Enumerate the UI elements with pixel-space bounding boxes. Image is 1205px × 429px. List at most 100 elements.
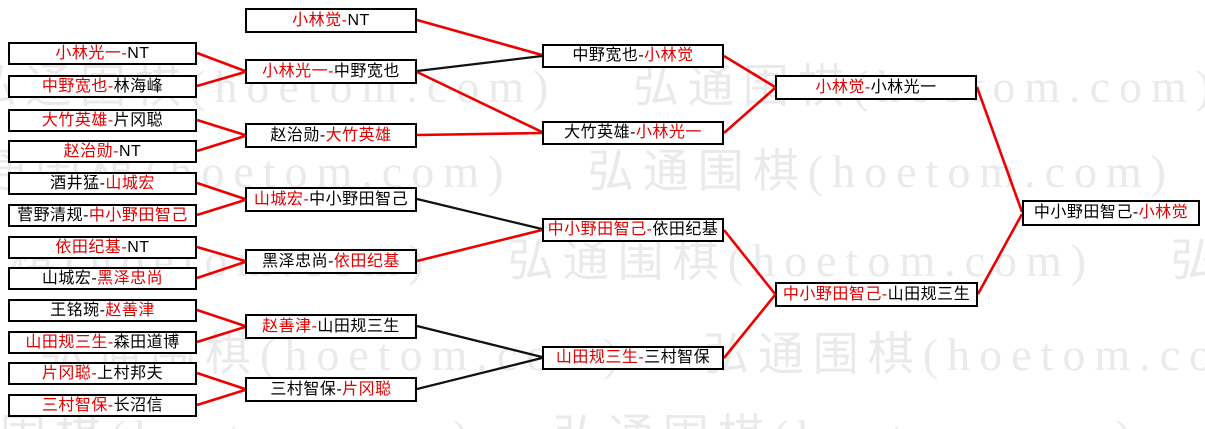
- player-name-2: 林海峰: [113, 77, 164, 95]
- player-name-2: 小林觉: [644, 47, 694, 64]
- match-node-r1m4: 赵治勋-NT: [8, 140, 197, 163]
- player-name-2: 依田纪基: [333, 252, 400, 270]
- player-name-1: 中小野田智己-: [1033, 204, 1139, 221]
- player-name-2: 长沼信: [113, 396, 164, 414]
- match-node-r3m1: 中野宽也-小林觉: [542, 44, 724, 68]
- player-name-1: 赵治勋-: [270, 126, 326, 144]
- watermark-text: 弘通围棋(hoetom.com) 弘通围棋(hoetom.com) 弘通围棋(h…: [0, 400, 1205, 429]
- match-node-r2m1: 小林觉-NT: [245, 8, 417, 33]
- player-name-2: NT: [119, 142, 142, 160]
- match-node-r1m1: 小林光一-NT: [8, 42, 197, 65]
- player-name-1: 山城宏-: [41, 269, 98, 287]
- player-name-1: 依田纪基-: [55, 238, 128, 256]
- player-name-1: 小林光一-: [262, 62, 334, 80]
- player-name-2: NT: [127, 238, 150, 256]
- loser-path-line: [416, 197, 543, 231]
- winner-path-line: [196, 388, 246, 407]
- winner-path-line: [196, 371, 246, 391]
- player-name-1: 三村智保-: [270, 380, 343, 398]
- player-name-2: 上村邦夫: [97, 364, 164, 382]
- match-node-sf2: 中小野田智己-山田规三生: [775, 282, 978, 307]
- winner-path-line: [975, 86, 1024, 213]
- winner-path-line: [723, 87, 776, 134]
- player-name-2: 山城宏: [105, 174, 155, 192]
- player-name-2: 山田规三生: [317, 317, 400, 335]
- player-name-1: 山城宏-: [253, 190, 310, 208]
- player-name-2: 片冈聪: [113, 111, 164, 129]
- match-node-r1m5: 酒井猛-山城宏: [8, 172, 197, 195]
- watermark-text: 弘通围棋(hoetom.com) 弘通围棋(hoetom.com) 弘通围棋(h…: [0, 61, 1205, 112]
- match-node-r1m9: 王铭琬-赵善津: [8, 299, 197, 322]
- match-node-r1m2: 中野宽也-林海峰: [8, 75, 197, 98]
- player-name-1: 酒井猛-: [50, 174, 106, 192]
- player-name-1: 中小野田智己-: [782, 285, 888, 303]
- player-name-2: 黑泽忠尚: [97, 269, 164, 287]
- player-name-2: 大竹英雄: [325, 126, 392, 144]
- player-name-1: 小林光一-: [55, 44, 128, 62]
- player-name-1: 三村智保-: [41, 396, 114, 414]
- player-name-2: 山田规三生: [887, 285, 971, 303]
- player-name-2: NT: [347, 11, 370, 29]
- winner-path-line: [196, 198, 246, 217]
- match-node-r2m4: 山城宏-中小野田智己: [245, 187, 417, 212]
- match-node-r2m2: 小林光一-中野宽也: [245, 59, 417, 84]
- player-name-1: 片冈聪-: [41, 364, 98, 382]
- match-node-r1m10: 山田规三生-森田道博: [8, 331, 197, 354]
- loser-path-line: [416, 356, 543, 391]
- match-node-r1m3: 大竹英雄-片冈聪: [8, 109, 197, 132]
- player-name-1: 菅野清规-: [17, 206, 89, 224]
- player-name-1: 山田规三生-: [555, 349, 645, 366]
- winner-path-line: [196, 118, 246, 137]
- player-name-2: 中小野田智己: [309, 190, 409, 208]
- player-name-2: 中野宽也: [333, 62, 400, 80]
- player-name-2: 森田道博: [113, 333, 180, 351]
- player-name-1: 大竹英雄-: [41, 111, 114, 129]
- winner-path-line: [196, 181, 246, 201]
- player-name-1: 赵治勋-: [63, 142, 119, 160]
- match-node-r2m6: 赵善津-山田规三生: [245, 314, 417, 339]
- watermark-text: 弘通围棋(hoetom.com) 弘通围棋(hoetom.com) 弘通围棋(h…: [0, 146, 1205, 197]
- match-node-r2m3: 赵治勋-大竹英雄: [245, 123, 417, 148]
- player-name-1: 王铭琬-: [50, 301, 106, 319]
- player-name-1: 赵善津-: [262, 317, 318, 335]
- winner-path-line: [196, 51, 246, 73]
- match-node-r1m12: 三村智保-长沼信: [8, 394, 197, 417]
- match-node-r1m11: 片冈聪-上村邦夫: [8, 362, 197, 385]
- player-name-1: 中小野田智己-: [547, 221, 653, 238]
- player-name-2: 中小野田智己: [88, 206, 188, 224]
- player-name-2: 片冈聪: [342, 380, 392, 398]
- winner-path-line: [722, 294, 777, 359]
- player-name-1: 黑泽忠尚-: [262, 252, 334, 270]
- player-name-2: 赵善津: [105, 301, 155, 319]
- player-name-1: 中野宽也-: [572, 47, 645, 64]
- winner-path-line: [976, 213, 1024, 295]
- player-name-2: 小林光一: [870, 78, 937, 96]
- winner-path-line: [196, 260, 246, 280]
- loser-path-line: [416, 54, 543, 73]
- player-name-1: 中野宽也-: [41, 77, 114, 95]
- match-node-r1m6: 菅野清规-中小野田智己: [8, 204, 197, 227]
- player-name-1: 小林觉-: [292, 11, 348, 29]
- winner-path-line: [196, 308, 246, 328]
- winner-path-line: [723, 54, 776, 89]
- player-name-1: 小林觉-: [815, 78, 871, 96]
- winner-path-line: [196, 134, 246, 153]
- player-name-1: 大竹英雄-: [564, 124, 636, 141]
- player-name-2: 小林觉: [1138, 204, 1189, 221]
- match-node-r1m7: 依田纪基-NT: [8, 236, 197, 259]
- match-node-final: 中小野田智己-小林觉: [1022, 200, 1200, 226]
- player-name-2: 三村智保: [644, 349, 711, 366]
- match-node-sf1: 小林觉-小林光一: [775, 75, 977, 100]
- player-name-2: NT: [127, 44, 150, 62]
- winner-path-line: [196, 70, 246, 88]
- match-node-r2m5: 黑泽忠尚-依田纪基: [245, 249, 417, 274]
- match-node-r1m8: 山城宏-黑泽忠尚: [8, 267, 197, 290]
- match-node-r3m2: 大竹英雄-小林光一: [542, 121, 724, 145]
- match-node-r2m7: 三村智保-片冈聪: [245, 377, 417, 402]
- winner-path-line: [416, 228, 543, 263]
- winner-path-line: [196, 245, 246, 263]
- player-name-1: 山田规三生-: [25, 333, 114, 351]
